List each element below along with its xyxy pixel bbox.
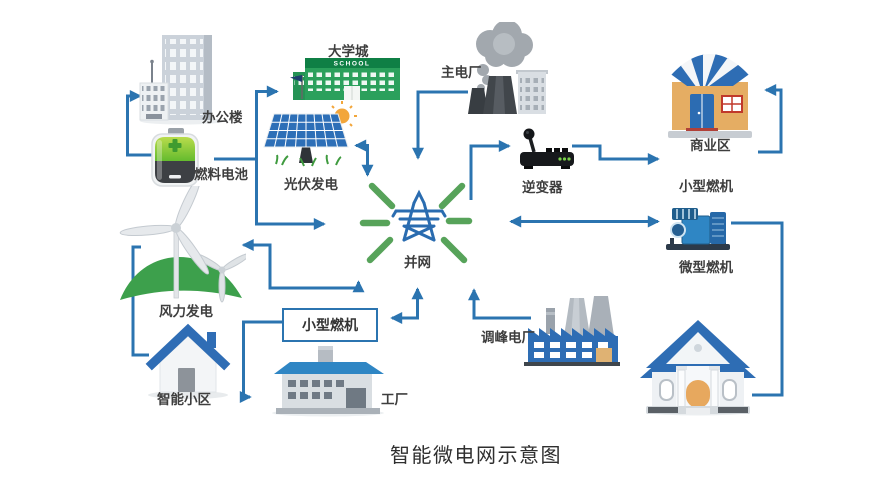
label-small-turbine: 小型燃机 <box>679 179 733 194</box>
edge-pv-grid <box>354 139 374 177</box>
label-fuel-cell: 燃料电池 <box>194 167 248 182</box>
power-plant-icon <box>468 20 548 114</box>
school-sign-text: SCHOOL <box>334 61 371 68</box>
label-factory: 工厂 <box>381 392 408 407</box>
edge-wind-community <box>131 245 149 357</box>
villa-icon <box>640 320 756 416</box>
label-small-turbine-box: 小型燃机 <box>302 317 358 333</box>
edge-bus-university-grid <box>255 85 326 230</box>
label-office: 办公楼 <box>202 110 243 125</box>
house-icon <box>145 323 231 399</box>
edge-grid-inverter <box>469 140 511 200</box>
solar-panel-icon <box>263 101 357 167</box>
label-micro-turbine: 微型燃机 <box>679 260 733 275</box>
edge-inverter-smallturbine <box>572 144 660 165</box>
label-main-plant: 主电厂 <box>441 65 482 80</box>
edge-mainplant-grid <box>412 90 468 160</box>
wind-turbines-icon <box>119 176 251 303</box>
energy-rays-icon <box>359 182 473 264</box>
label-inverter: 逆变器 <box>522 180 563 195</box>
label-university: 大学城 <box>328 44 369 59</box>
label-pv: 光伏发电 <box>284 177 338 192</box>
factory-icon <box>272 346 384 417</box>
label-wind: 风力发电 <box>159 304 213 319</box>
peak-plant-icon <box>524 296 620 366</box>
page-title: 智能微电网示意图 <box>390 445 562 467</box>
edge-microturbine-villa <box>731 221 784 397</box>
label-peak-plant: 调峰电厂 <box>481 330 535 345</box>
label-grid: 并网 <box>404 255 431 270</box>
edge-box-grid <box>390 287 424 324</box>
school-icon: SCHOOL <box>290 58 400 100</box>
small-turbine-box: 小型燃机 <box>282 308 378 342</box>
inverter-icon <box>520 128 574 169</box>
edge-box-factory <box>239 320 282 403</box>
edge-smallturbine-commercial <box>758 84 783 154</box>
transmission-tower-icon <box>359 182 473 264</box>
smoke-cloud <box>476 20 533 92</box>
edge-peakplant-grid <box>468 288 531 320</box>
label-community: 智能小区 <box>157 392 211 407</box>
label-commercial: 商业区 <box>690 138 731 153</box>
store-icon <box>662 54 758 138</box>
gas-generator-icon <box>666 208 730 250</box>
edge-wind-grid <box>241 239 365 293</box>
